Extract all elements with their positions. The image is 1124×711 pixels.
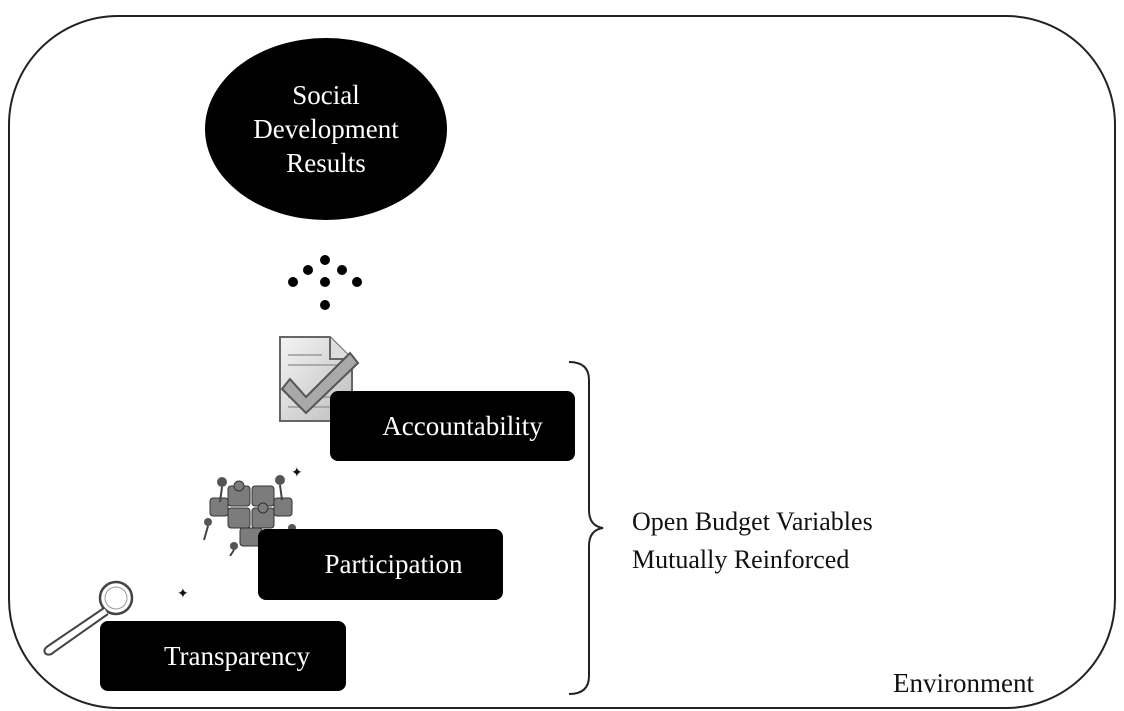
participation-step: Participation	[258, 529, 503, 600]
arrow-dot	[288, 277, 298, 287]
open-budget-variables-label: Open Budget Variables Mutually Reinforce…	[632, 503, 873, 579]
curly-brace	[568, 361, 604, 695]
side-label-line-1: Open Budget Variables	[632, 507, 873, 536]
magnifying-glass-icon	[43, 580, 134, 656]
sparkle-icon: ✦	[291, 465, 303, 481]
outcome-text: Social Development Results	[251, 78, 401, 180]
transparency-step: Transparency	[100, 621, 346, 691]
environment-label: Environment	[893, 668, 1034, 698]
accountability-label: Accountability	[382, 410, 543, 441]
social-development-results-node: Social Development Results	[205, 38, 447, 220]
outcome-line-2: Development	[253, 114, 399, 144]
arrow-dot	[320, 255, 330, 265]
participation-label: Participation	[324, 549, 463, 579]
people-puzzle-icon	[203, 475, 297, 556]
arrow-dot	[337, 265, 347, 275]
accountability-step: Accountability	[330, 391, 575, 461]
environment-frame	[8, 15, 1116, 709]
sparkle-icon: ✦	[177, 586, 189, 602]
arrow-dot	[303, 265, 313, 275]
side-label-line-2: Mutually Reinforced	[632, 545, 850, 574]
arrow-dot	[352, 277, 362, 287]
arrow-dot	[320, 277, 330, 287]
arrow-dot	[320, 300, 330, 310]
outcome-line-3: Results	[286, 148, 366, 178]
outcome-line-1: Social	[292, 80, 360, 110]
transparency-label: Transparency	[164, 640, 310, 671]
